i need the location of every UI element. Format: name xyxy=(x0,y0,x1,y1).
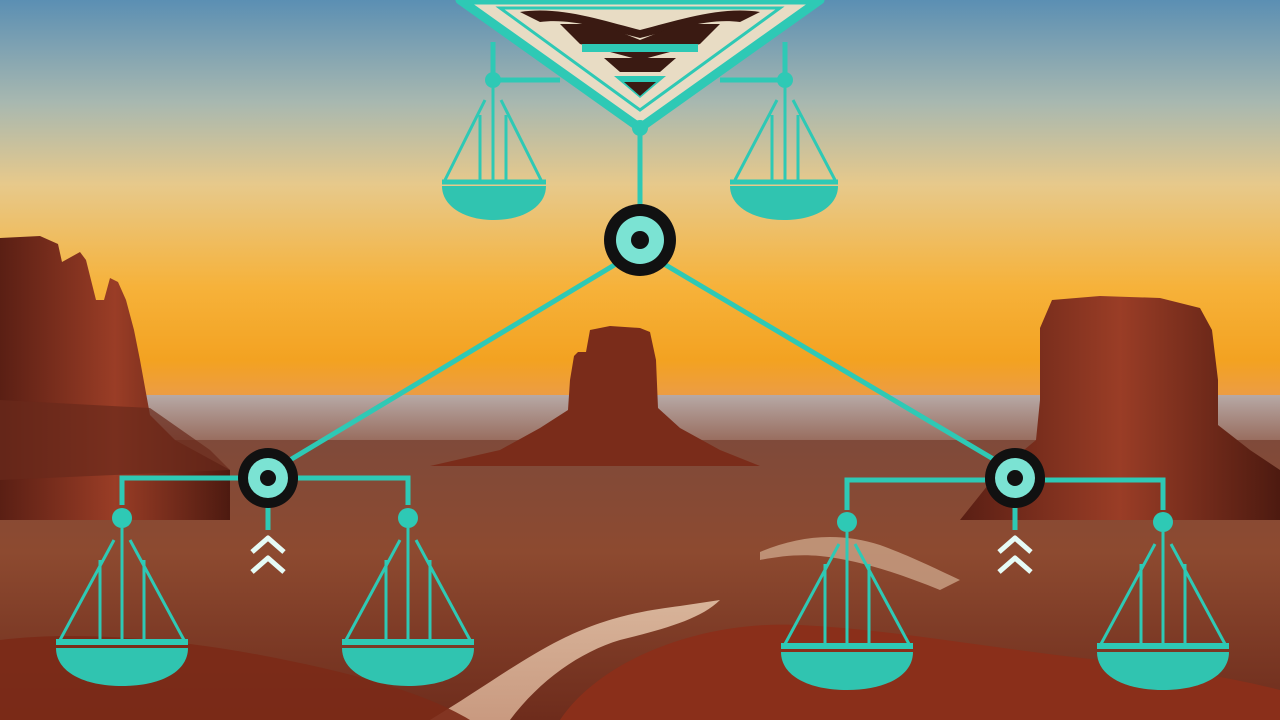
double-chevron-up-icon xyxy=(997,535,1033,574)
diamond-emblem-icon xyxy=(455,0,825,136)
tree-node-icon xyxy=(985,448,1045,508)
balance-scale-icon xyxy=(442,72,546,220)
tree-node-icon xyxy=(604,204,676,276)
foreground-dune xyxy=(560,624,1280,720)
road xyxy=(430,600,720,720)
balance-scale-icon xyxy=(730,72,838,220)
balance-scale-icon xyxy=(56,508,188,686)
mesa-rock-icon xyxy=(0,236,230,520)
mesa-rock-icon xyxy=(430,326,760,466)
balance-scale-icon xyxy=(1097,512,1229,690)
tree-node-icon xyxy=(238,448,298,508)
balance-scale-icon xyxy=(781,512,913,690)
balance-scale-icon xyxy=(342,508,474,686)
dirt-track xyxy=(760,536,960,590)
double-chevron-up-icon xyxy=(250,535,286,574)
tree-connectors xyxy=(119,42,1166,530)
